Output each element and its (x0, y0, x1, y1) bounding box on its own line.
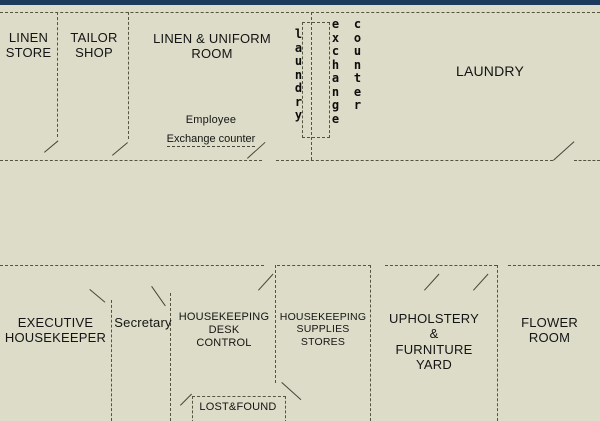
room-label-tailor-shop: TAILOR SHOP (70, 30, 118, 61)
wall-upholstery-right (497, 265, 498, 421)
vertical-label-exchange: e x c h a n g e (331, 17, 340, 126)
door-linen-store (44, 140, 59, 153)
room-label-secretary: Secretary (114, 315, 172, 330)
wall-lower-top-mid (277, 265, 371, 266)
wall-upper-bottom-left (0, 160, 262, 161)
wall-linen-uniform-right (311, 12, 312, 160)
wall-lower-top-upholstery (385, 265, 497, 266)
wall-housekeeping-desk-right (275, 265, 276, 383)
vertical-label-laundry: l a u n d r y (294, 27, 303, 122)
wall-upper-top (0, 12, 600, 13)
wall-tailor-shop-right (128, 12, 129, 139)
door-executive-housekeeper (89, 289, 106, 303)
room-label-lost-and-found: LOST&FOUND (199, 401, 277, 413)
door-lost-and-found (180, 393, 193, 406)
door-flower-room (473, 273, 489, 291)
employee-counter-line1: Employee (185, 114, 237, 126)
top-color-band (0, 0, 600, 5)
room-label-housekeeping-supplies-stores: HOUSEKEEPING SUPPLIES STORES (279, 311, 367, 348)
room-label-linen-store: LINEN STORE (5, 30, 52, 61)
laundry-exchange-counter-box (302, 22, 330, 138)
wall-lower-top-left (0, 265, 264, 266)
wall-lower-top-flower (508, 265, 600, 266)
wall-secretary-right (170, 293, 171, 421)
lost-and-found-box (192, 396, 286, 421)
vertical-label-counter: c o u n t e r (353, 17, 362, 112)
wall-executive-housekeeper-right (111, 300, 112, 421)
room-label-executive-housekeeper: EXECUTIVE HOUSEKEEPER (4, 315, 107, 346)
room-label-linen-uniform-room: LINEN & UNIFORM ROOM (153, 31, 271, 62)
door-upholstery (424, 273, 440, 291)
door-tailor-shop (112, 142, 128, 156)
room-label-flower-room: FLOWER ROOM (521, 315, 578, 346)
room-label-housekeeping-desk-control: HOUSEKEEPING DESK CONTROL (178, 311, 270, 349)
wall-upper-bottom-right (574, 160, 600, 161)
wall-housekeeping-supplies-right (370, 265, 371, 421)
room-label-upholstery-furniture-yard: UPHOLSTERY & FURNITURE YARD (389, 311, 479, 372)
wall-linen-store-right (57, 12, 58, 137)
employee-counter-line2: Exchange counter (166, 133, 256, 147)
room-label-laundry: LAUNDRY (455, 63, 525, 79)
door-laundry (553, 141, 575, 161)
door-secretary (151, 286, 166, 307)
door-housekeeping-supplies (258, 273, 274, 291)
employee-counter-line2-wrap: Exchange counter (136, 129, 286, 147)
wall-upper-bottom-mid (276, 160, 553, 161)
